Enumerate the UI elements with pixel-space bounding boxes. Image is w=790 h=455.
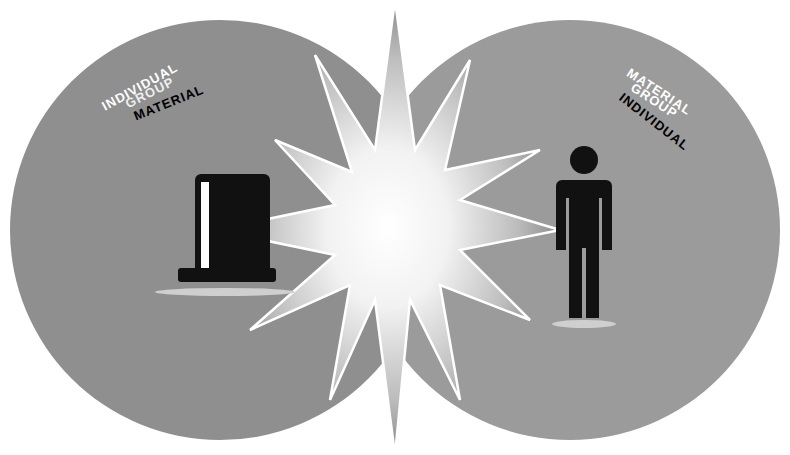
outer-ring: INDIVIDUALGROUPMATERIAL: [360, 20, 780, 440]
outer-ring-shape: [360, 20, 780, 440]
ring-fill: [360, 20, 780, 440]
